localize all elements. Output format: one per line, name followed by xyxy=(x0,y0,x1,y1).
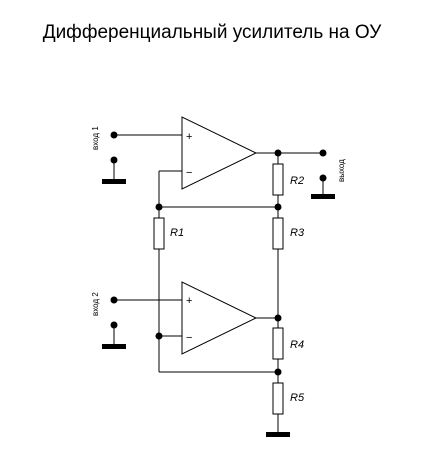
opamp-2-minus-label: − xyxy=(186,332,192,344)
resistor-r5-label: R5 xyxy=(290,392,305,404)
resistor-r2-label: R2 xyxy=(290,175,304,187)
resistor-r1-label: R1 xyxy=(170,227,184,239)
opamp-1-minus-label: − xyxy=(186,167,192,179)
resistor-r2: R2 xyxy=(272,163,304,196)
ground-symbol-2 xyxy=(102,344,126,349)
input-2-terminal: вход 2 xyxy=(91,292,182,349)
input-1-terminal: вход 1 xyxy=(91,126,182,184)
opamp-2-plus-label: + xyxy=(186,295,192,307)
opamp-1-plus-label: + xyxy=(186,131,192,143)
ground-symbol-output xyxy=(311,194,335,199)
resistor-r5: R5 xyxy=(272,382,305,415)
opamp-1: + − xyxy=(181,116,258,190)
input-2-label: вход 2 xyxy=(91,292,100,316)
resistor-r4-label: R4 xyxy=(290,339,304,351)
resistor-r1: R1 xyxy=(153,217,184,250)
output-label: выход xyxy=(337,159,346,182)
resistor-r3: R3 xyxy=(272,217,305,250)
ground-symbol-r5 xyxy=(266,432,290,437)
ground-symbol-1 xyxy=(102,179,126,184)
diagram-title: Дифференциальный усилитель на ОУ xyxy=(42,22,382,43)
resistor-r4: R4 xyxy=(272,327,304,360)
input-1-label: вход 1 xyxy=(91,126,100,150)
opamp-2: + − xyxy=(181,281,258,355)
resistor-r3-label: R3 xyxy=(290,227,305,239)
